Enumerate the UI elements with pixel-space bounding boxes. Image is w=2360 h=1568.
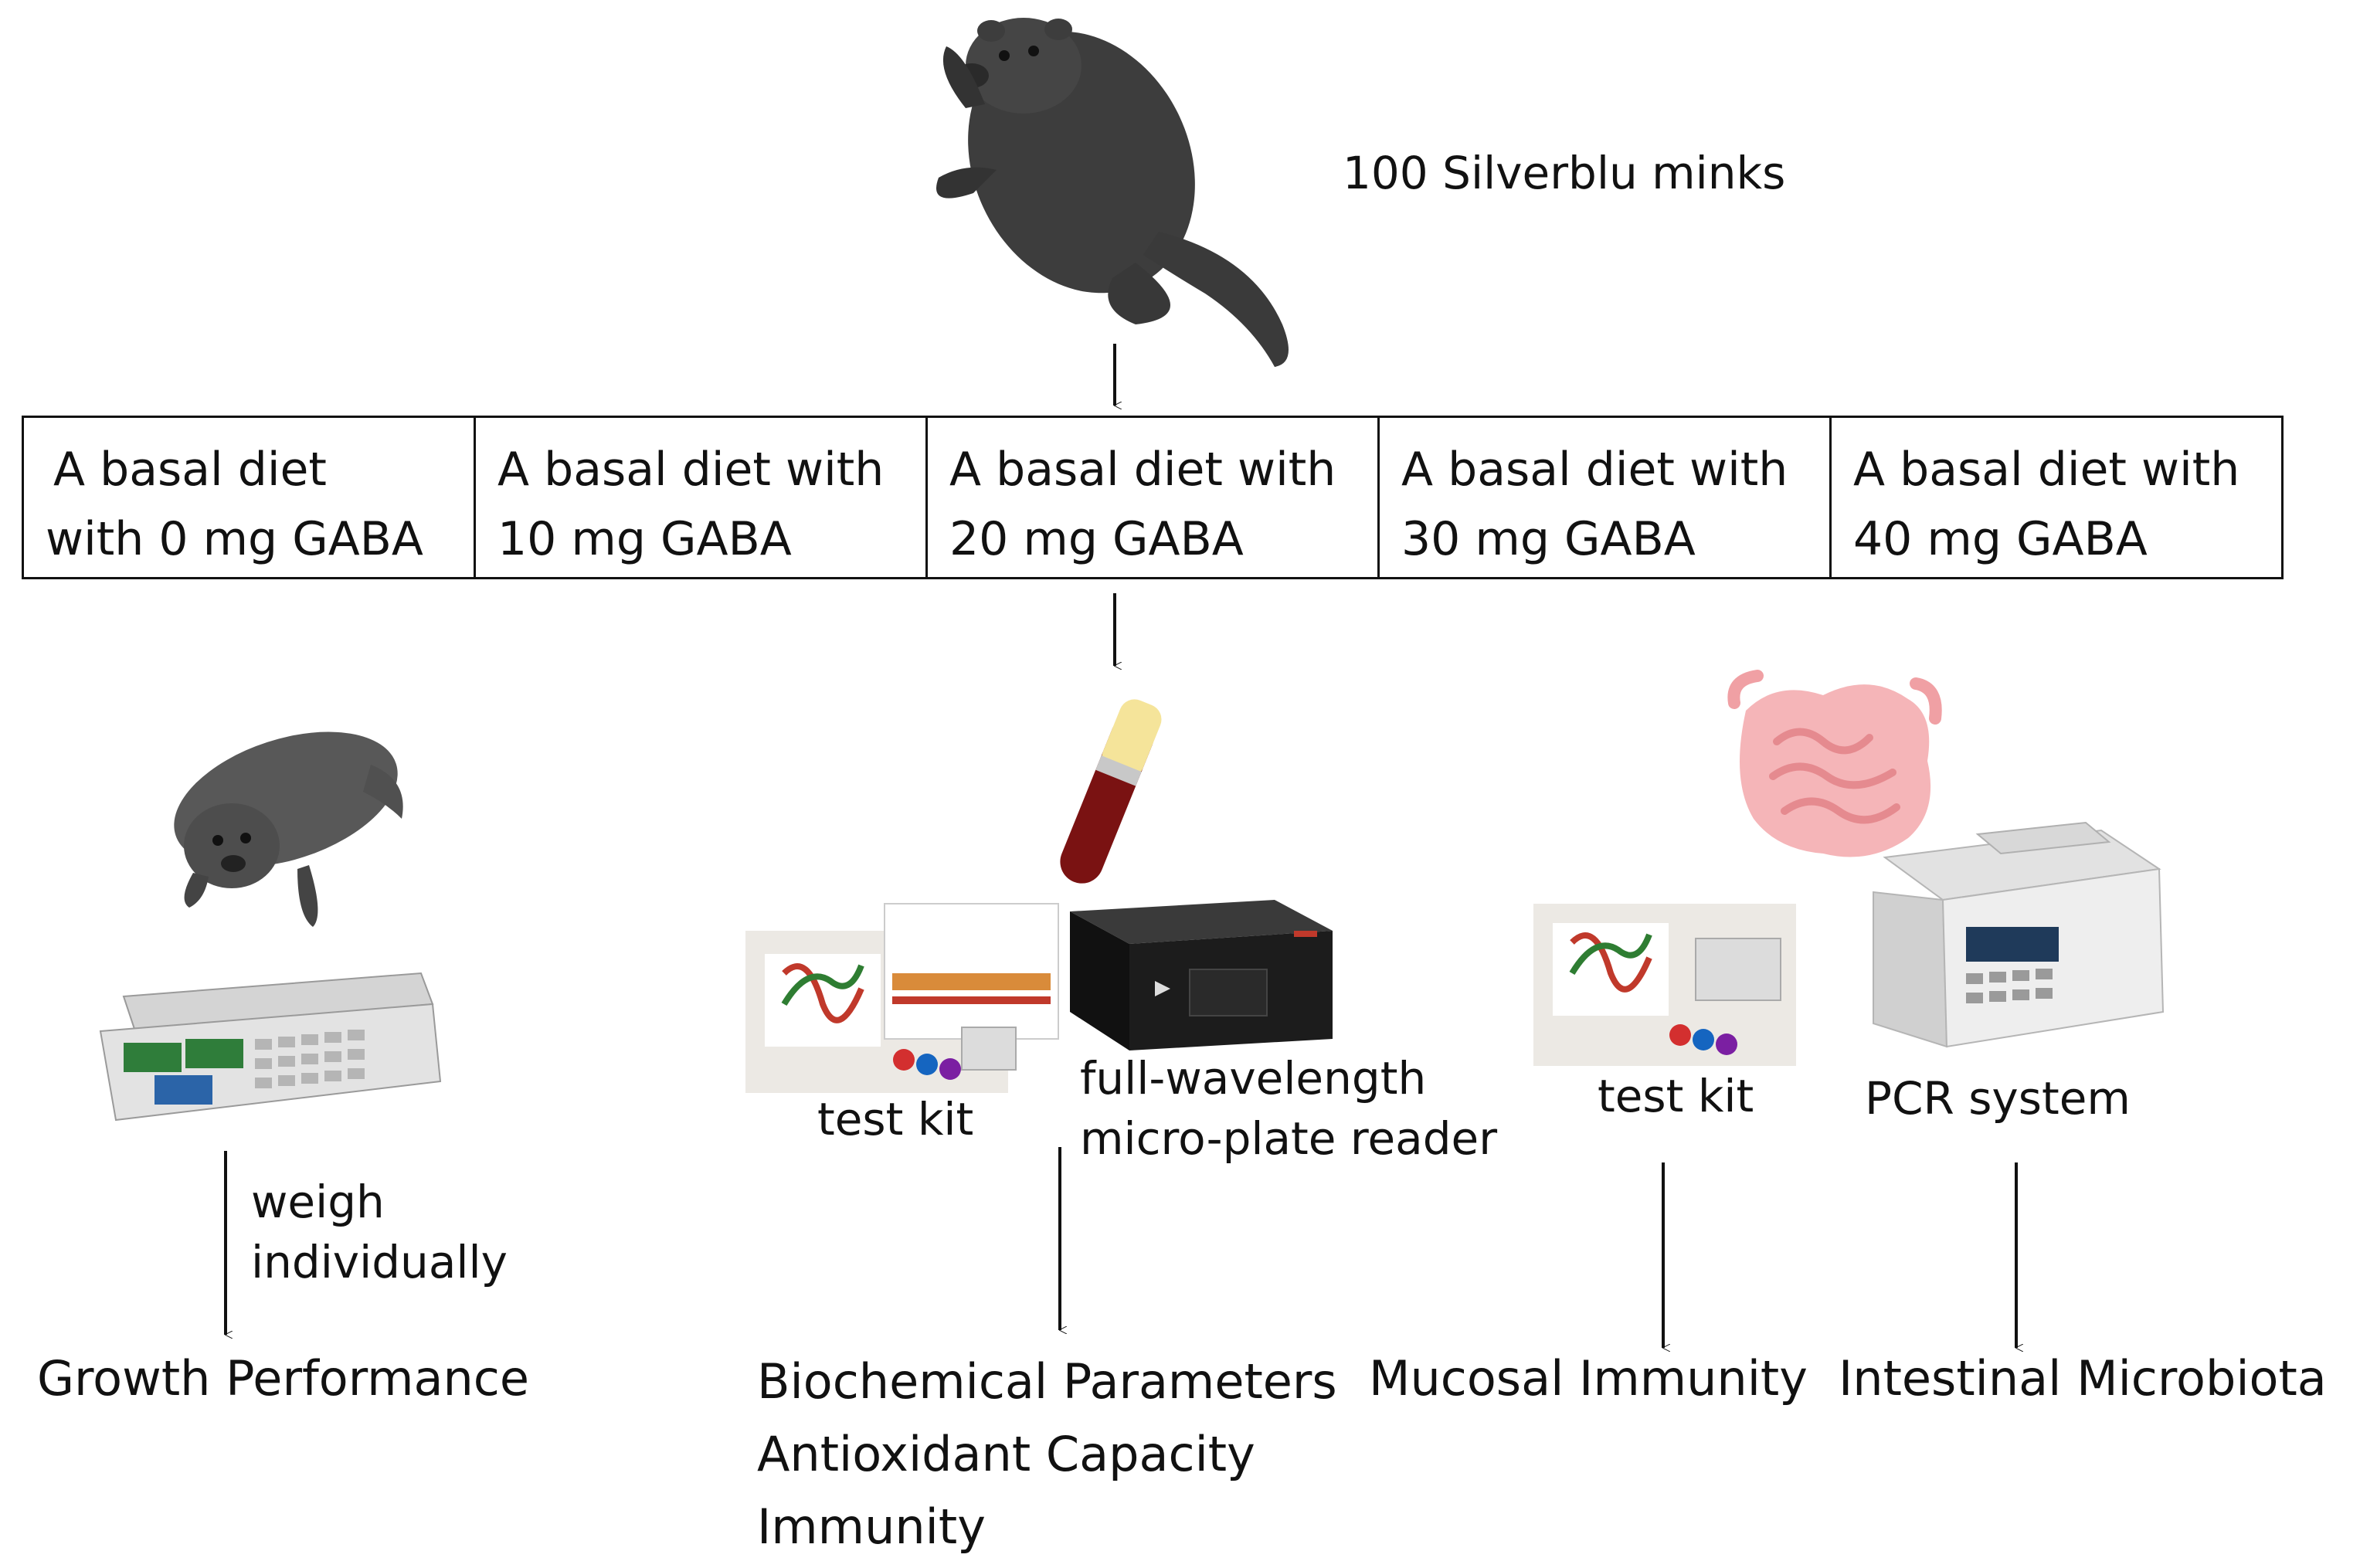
group-line1: A basal diet with <box>497 443 885 497</box>
group-line1: A basal diet with <box>949 443 1336 497</box>
weigh-label: weigh individually <box>251 1176 508 1289</box>
group-line2: 10 mg GABA <box>497 512 792 566</box>
test-kit-icon <box>1533 904 1796 1066</box>
weigh-line1: weigh <box>251 1176 385 1228</box>
group-line1: A basal diet with <box>1401 443 1788 497</box>
group-line1: A basal diet <box>53 443 327 497</box>
outcome-biochemical: Biochemical Parameters <box>757 1353 1337 1410</box>
group-cell-10mg: A basal diet with 10 mg GABA <box>474 416 928 579</box>
blood-tube-icon <box>1060 699 1162 884</box>
mink-icon <box>936 18 1289 367</box>
reader-line2: micro-plate reader <box>1080 1112 1498 1166</box>
group-cell-30mg: A basal diet with 30 mg GABA <box>1377 416 1832 579</box>
pcr-machine-icon <box>1873 821 2165 1048</box>
group-line2: 20 mg GABA <box>949 512 1244 566</box>
group-line2: 30 mg GABA <box>1401 512 1696 566</box>
group-cell-0mg: A basal diet with 0 mg GABA <box>22 416 476 579</box>
population-label: 100 Silverblu minks <box>1343 147 1786 199</box>
test-kit-label: test kit <box>1598 1070 1754 1122</box>
outcome-immunity: Immunity <box>757 1498 986 1556</box>
reader-label: full-wavelength micro-plate reader <box>1080 1052 1497 1166</box>
outcome-mucosal: Mucosal Immunity <box>1369 1350 1808 1407</box>
outcome-antioxidant: Antioxidant Capacity <box>757 1426 1255 1483</box>
group-cell-40mg: A basal diet with 40 mg GABA <box>1829 416 2284 579</box>
scale-icon <box>99 972 442 1122</box>
outcome-growth: Growth Performance <box>37 1350 530 1407</box>
group-line1: A basal diet with <box>1853 443 2240 497</box>
test-kit-label: test kit <box>817 1093 974 1145</box>
test-kit-icon <box>745 903 1059 1093</box>
diet-groups-row: A basal diet with 0 mg GABA A basal diet… <box>22 416 2284 579</box>
mink-icon <box>174 731 403 927</box>
pcr-label: PCR system <box>1865 1072 2131 1125</box>
intestine-icon <box>1727 670 1942 857</box>
weigh-line2: individually <box>251 1236 508 1289</box>
outcome-microbiota: Intestinal Microbiota <box>1839 1350 2327 1407</box>
outcome-serum-group: Biochemical Parameters Antioxidant Capac… <box>757 1346 1337 1564</box>
microplate-reader-icon <box>1070 900 1333 1050</box>
reader-line1: full-wavelength <box>1080 1052 1427 1105</box>
group-cell-20mg: A basal diet with 20 mg GABA <box>925 416 1380 579</box>
group-line2: with 0 mg GABA <box>46 512 423 566</box>
group-line2: 40 mg GABA <box>1853 512 2148 566</box>
